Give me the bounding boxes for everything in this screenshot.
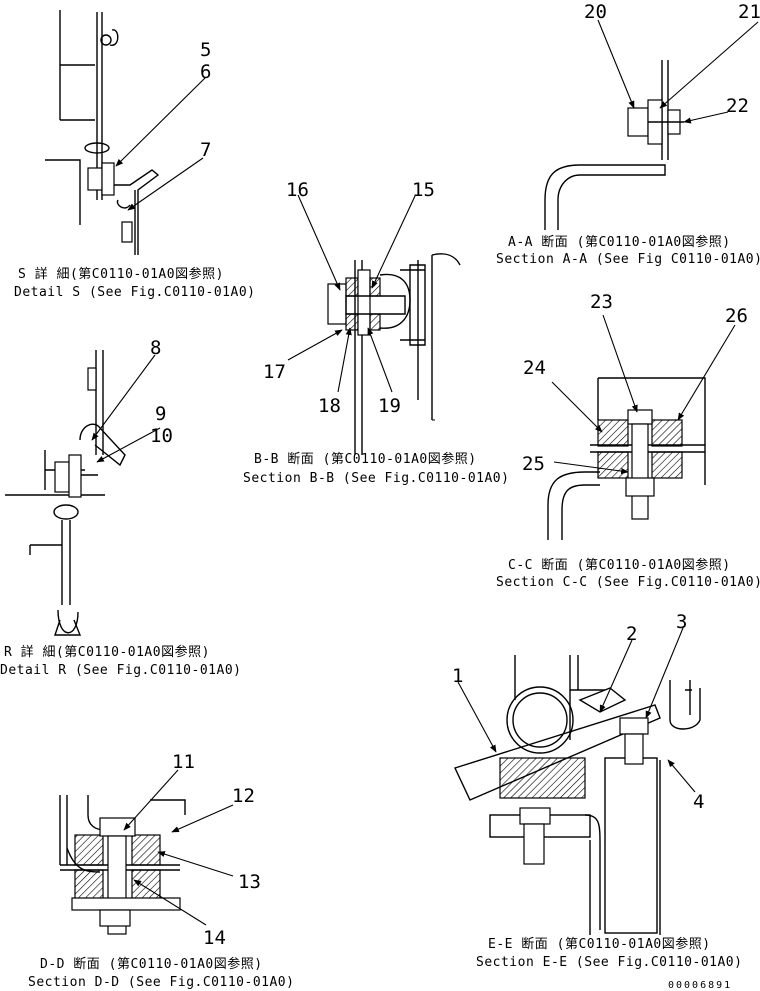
callout-18: 18 (318, 395, 341, 417)
callout-2: 2 (626, 623, 637, 645)
section-ee-caption-jp: E-E 断面 (第C0110-01A0図参照) (488, 936, 711, 952)
section-aa-caption-en: Section A-A (See Fig C0110-01A0) (496, 252, 760, 267)
sheet-number: 00006891 (668, 980, 732, 991)
callout-8: 8 (150, 337, 161, 359)
section-bb-caption-jp: B-B 断面 (第C0110-01A0図参照) (254, 451, 477, 467)
callout-1: 1 (452, 665, 463, 687)
callout-21: 21 (738, 1, 760, 23)
callout-10: 10 (150, 425, 173, 447)
detail-r-view (5, 350, 126, 636)
callout-25: 25 (522, 453, 545, 475)
leader-lines (91, 19, 759, 926)
detail-s-caption-en: Detail S (See Fig.C0110-01A0) (14, 285, 255, 300)
callout-6: 6 (200, 61, 211, 83)
section-aa-caption-jp: A-A 断面 (第C0110-01A0図参照) (508, 234, 731, 250)
callout-17: 17 (263, 361, 286, 383)
callout-5: 5 (200, 39, 211, 61)
section-aa-view (544, 60, 684, 230)
view-captions: S 詳 細(第C0110-01A0図参照) Detail S (See Fig.… (0, 234, 760, 991)
callout-20: 20 (584, 1, 607, 23)
callout-13: 13 (238, 871, 261, 893)
detail-r-caption-jp: R 詳 細(第C0110-01A0図参照) (4, 644, 210, 660)
section-dd-caption-en: Section D-D (See Fig.C0110-01A0) (28, 975, 294, 990)
callout-12: 12 (232, 785, 255, 807)
callout-11: 11 (172, 751, 195, 773)
callout-4: 4 (693, 791, 704, 813)
callout-16: 16 (286, 179, 309, 201)
callout-22: 22 (726, 95, 749, 117)
callout-23: 23 (590, 291, 613, 313)
callout-14: 14 (203, 927, 226, 949)
detail-s-view (45, 10, 160, 255)
section-dd-view (59, 795, 186, 935)
callout-3: 3 (676, 611, 687, 633)
detail-s-caption-jp: S 詳 細(第C0110-01A0図参照) (18, 266, 224, 282)
callout-19: 19 (378, 395, 401, 417)
section-cc-view (547, 377, 706, 540)
callout-7: 7 (200, 139, 211, 161)
callout-24: 24 (523, 357, 546, 379)
section-bb-caption-en: Section B-B (See Fig.C0110-01A0) (243, 471, 509, 486)
section-bb-view (327, 253, 461, 455)
section-ee-view (454, 655, 701, 935)
callout-15: 15 (412, 179, 435, 201)
section-cc-caption-jp: C-C 断面 (第C0110-01A0図参照) (508, 557, 731, 573)
detail-r-caption-en: Detail R (See Fig.C0110-01A0) (0, 663, 241, 678)
section-dd-caption-jp: D-D 断面 (第C0110-01A0図参照) (40, 956, 263, 972)
section-ee-caption-en: Section E-E (See Fig.C0110-01A0) (476, 955, 742, 970)
callout-9: 9 (155, 403, 166, 425)
section-cc-caption-en: Section C-C (See Fig.C0110-01A0) (496, 575, 760, 590)
callout-labels: 1 2 3 4 5 6 7 8 9 10 11 12 13 14 15 16 1… (150, 1, 760, 949)
callout-26: 26 (725, 305, 748, 327)
